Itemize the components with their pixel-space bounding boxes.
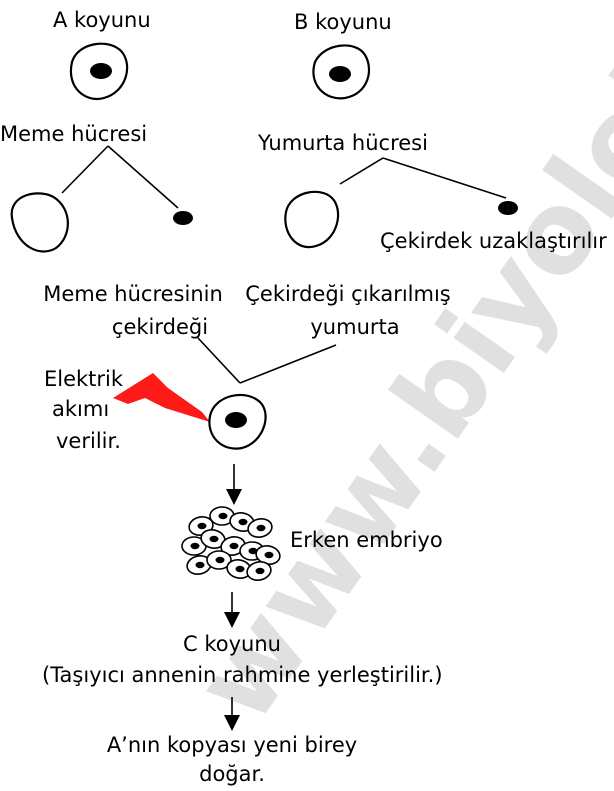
lightning-bolt-icon: [113, 373, 210, 422]
result-label-line1: A’nın kopyası yeni birey: [92, 733, 372, 757]
egg-cell-label: Yumurta hücresi: [258, 131, 428, 155]
mammary-nucleus-label-line2: çekirdeği: [90, 315, 230, 339]
egg-line-left: [340, 158, 383, 184]
sheep-a-nucleus: [90, 63, 112, 79]
embryo-cell-nucleus: [219, 513, 228, 519]
mammary-line-right: [108, 146, 178, 208]
removed-egg-nucleus: [498, 201, 518, 215]
mammary-line-left: [62, 146, 108, 193]
sheep-a-label: A koyunu: [53, 8, 151, 32]
nucleus-removed-label: Çekirdek uzaklaştırılır: [380, 229, 607, 253]
fusion-line-left: [198, 338, 240, 383]
result-label-line2: doğar.: [182, 762, 282, 786]
electric-label-line1: Elektrik: [44, 367, 123, 391]
embryo-cell-nucleus: [236, 566, 245, 572]
enucleated-egg-cell: [285, 192, 338, 247]
embryo-cell-nucleus: [210, 536, 219, 542]
sheep-b-nucleus: [329, 66, 351, 82]
mammary-cell-label: Meme hücresi: [0, 122, 147, 146]
sheep-a-body-cell: [71, 44, 127, 99]
embryo-cell-nucleus: [230, 543, 239, 549]
embryo-cell-nucleus: [198, 523, 207, 529]
early-embryo-label: Erken embriyo: [290, 528, 443, 552]
sheep-b-label: B koyunu: [294, 10, 392, 34]
embryo-cell-nucleus: [256, 568, 265, 574]
egg-line-right: [383, 158, 506, 198]
mammary-cell-empty: [12, 193, 68, 251]
sheep-c-label: C koyunu: [132, 632, 332, 656]
mammary-cell-nucleus: [173, 211, 193, 225]
embryo-cell-nucleus: [191, 543, 200, 549]
embryo-cell-nucleus: [216, 557, 225, 563]
mammary-nucleus-label-line1: Meme hücresinin: [23, 282, 243, 306]
embryo-cell-nucleus: [265, 552, 274, 558]
electric-label-line3: verilir.: [56, 429, 121, 453]
fused-cell-nucleus: [225, 412, 247, 428]
embryo-cell-nucleus: [196, 562, 205, 568]
surrogate-label: (Taşıyıcı annenin rahmine yerleştirilir.…: [42, 663, 426, 687]
fused-cell: [209, 395, 265, 449]
sheep-b-egg-cell: [313, 45, 369, 98]
embryo-cell-nucleus: [239, 519, 248, 525]
fusion-line-right: [240, 345, 336, 383]
enucleated-egg-label-line2: yumurta: [295, 315, 415, 339]
electric-label-line2: akımı: [52, 397, 109, 421]
enucleated-egg-label-line1: Çekirdeği çıkarılmış: [238, 282, 458, 306]
embryo-cell-nucleus: [257, 525, 266, 531]
